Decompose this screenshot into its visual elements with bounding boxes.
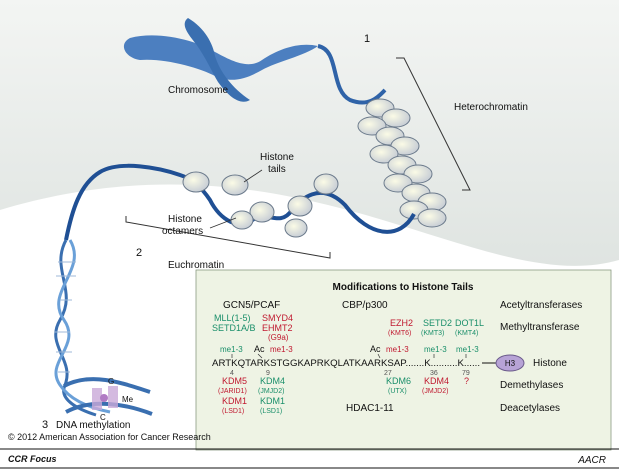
- label-dna-methylation: DNA methylation: [56, 420, 130, 431]
- ehmt2-label: EHMT2: [262, 323, 293, 333]
- jmjd2b-label: (JMJD2): [422, 388, 448, 395]
- kdm4b-label: KDM4: [424, 376, 449, 386]
- copyright-text: © 2012 American Association for Cancer R…: [8, 432, 211, 442]
- histone-tails-pointer: [243, 169, 263, 183]
- pos-4: 4: [230, 370, 234, 377]
- label-euchromatin: Euchromatin: [168, 260, 224, 271]
- acetyltransferases-label: Acetyltransferases: [500, 300, 582, 311]
- pos-9: 9: [266, 370, 270, 377]
- journal-name: CCR Focus: [8, 454, 57, 464]
- chromosome-shape: [123, 18, 318, 102]
- kdm5-label: KDM5: [222, 376, 247, 386]
- shaded-band: [0, 0, 619, 266]
- histone-label: Histone: [533, 358, 567, 369]
- kdm1b-label: KDM1: [260, 396, 285, 406]
- chromatin-fiber: [317, 44, 387, 105]
- me-79: me1-3: [456, 345, 479, 354]
- aacr-logo: AACR: [577, 455, 606, 466]
- h3-label: H3: [505, 359, 516, 368]
- me-27: me1-3: [386, 345, 409, 354]
- modification-ticks: [231, 353, 467, 359]
- label-number-3: 3: [42, 419, 48, 431]
- label-number-2: 2: [136, 247, 142, 259]
- panel-title: Modifications to Histone Tails: [333, 282, 474, 293]
- lsd1a-label: (LSD1): [222, 408, 244, 415]
- pos-36: 36: [430, 370, 438, 377]
- hdac-label: HDAC1-11: [346, 403, 394, 414]
- demethylases-label: Demethylases: [500, 380, 563, 391]
- me-36: me1-3: [424, 345, 447, 354]
- jarid1-label: (JARID1): [218, 388, 247, 395]
- label-me: Me: [122, 395, 134, 404]
- heterochromatin-coil: [357, 98, 447, 228]
- cbp-label: CBP/p300: [342, 300, 388, 311]
- me-mid: me1-3: [270, 345, 293, 354]
- kdm1a-label: KDM1: [222, 396, 247, 406]
- kdm6-label: KDM6: [386, 376, 411, 386]
- euchromatin-nucleosomes: [182, 171, 339, 238]
- label-histone-tails-1: Histone: [260, 152, 294, 163]
- label-heterochromatin: Heterochromatin: [454, 102, 528, 113]
- kdm4a-label: KDM4: [260, 376, 285, 386]
- kmt3-label: (KMT3): [421, 330, 444, 337]
- dna-rungs: [54, 261, 76, 373]
- lsd1b-label: (LSD1): [260, 408, 282, 415]
- ac-mid: Ac: [370, 344, 381, 354]
- dot1l-label: DOT1L: [455, 318, 484, 328]
- euchromatin-bracket: [125, 216, 331, 259]
- heterochromatin-bracket: [396, 57, 471, 191]
- gcn5-label: GCN5/PCAF: [223, 300, 280, 311]
- pos-27: 27: [384, 370, 392, 377]
- kmt4-label: (KMT4): [455, 330, 478, 337]
- kmt6-label: (KMT6): [388, 330, 411, 337]
- question-mark: ?: [464, 376, 469, 386]
- setd1-label: SETD1A/B: [212, 323, 256, 333]
- histone-sequence: ARTKQTARKSTGGKAPRKQLATKAARKSAP.......K..…: [212, 358, 480, 368]
- label-base-g: G: [108, 377, 114, 386]
- label-number-1: 1: [364, 33, 370, 45]
- ac-left: Ac: [254, 344, 265, 354]
- modifications-panel: Modifications to Histone Tails GCN5/PCAF…: [195, 269, 612, 451]
- label-histone-octamers-2: octamers: [162, 226, 203, 237]
- dna-methylation-detail: [63, 377, 153, 416]
- mll-label: MLL(1-5): [214, 313, 251, 323]
- h3-oval: [495, 354, 525, 372]
- label-histone-tails-2: tails: [268, 164, 286, 175]
- label-histone-octamers-1: Histone: [168, 214, 202, 225]
- smyd4-label: SMYD4: [262, 313, 293, 323]
- ezh2-label: EZH2: [390, 318, 413, 328]
- utx-label: (UTX): [388, 388, 407, 395]
- setd2-label: SETD2: [423, 318, 452, 328]
- pos-79: 79: [462, 370, 470, 377]
- methyltransferase-label: Methyltransferase: [500, 322, 580, 333]
- histone-octamers-pointer: [209, 217, 237, 229]
- me-left: me1-3: [220, 345, 243, 354]
- label-base-c: C: [100, 413, 106, 422]
- deacetylases-label: Deacetylases: [500, 403, 560, 414]
- dna-helix: [54, 239, 111, 417]
- jmjd2a-label: (JMJD2): [258, 388, 284, 395]
- g9a-label: (G9a): [268, 333, 289, 342]
- label-chromosome: Chromosome: [168, 85, 228, 96]
